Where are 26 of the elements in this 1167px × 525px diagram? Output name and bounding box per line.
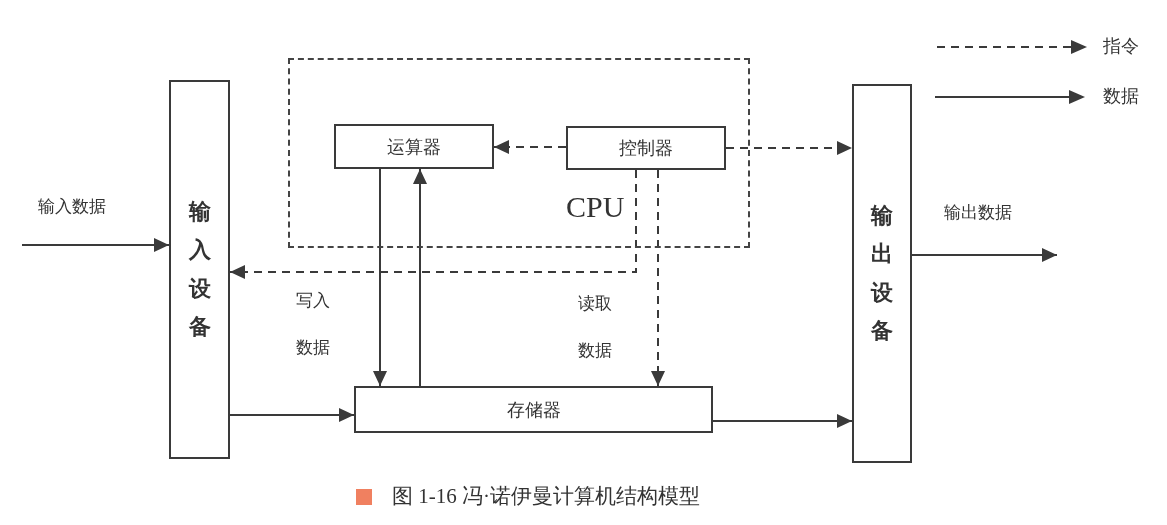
legend-label: 数据 <box>1103 85 1139 107</box>
legend-label: 指令 <box>1103 35 1139 57</box>
unit-box: 控制器 <box>566 126 726 170</box>
device-box <box>852 84 912 463</box>
device-box <box>169 80 230 459</box>
arrow <box>712 414 853 428</box>
cpu-boundary <box>288 58 750 248</box>
arrow <box>413 168 427 387</box>
edge-label: 输出数据 <box>942 202 1014 223</box>
edge-label: 输入数据 <box>36 196 108 217</box>
arrow <box>229 408 355 422</box>
figure-caption: 图 1-16 冯·诺伊曼计算机结构模型 <box>392 484 700 510</box>
data-label: 写入数据 <box>296 289 331 359</box>
region-label: CPU <box>566 192 625 222</box>
device-label: 输入设备 <box>188 197 211 341</box>
data-label: 读取数据 <box>578 292 613 362</box>
device-label: 输出设备 <box>871 201 893 345</box>
dashed-arrow <box>229 169 637 279</box>
unit-box: 存储器 <box>354 386 713 433</box>
arrow <box>911 248 1058 262</box>
arrow <box>373 168 387 387</box>
dashed-arrow <box>725 141 853 155</box>
dashed-arrow <box>493 140 567 154</box>
unit-box: 运算器 <box>334 124 494 169</box>
arrow <box>21 238 170 252</box>
dashed-arrow <box>651 169 665 387</box>
